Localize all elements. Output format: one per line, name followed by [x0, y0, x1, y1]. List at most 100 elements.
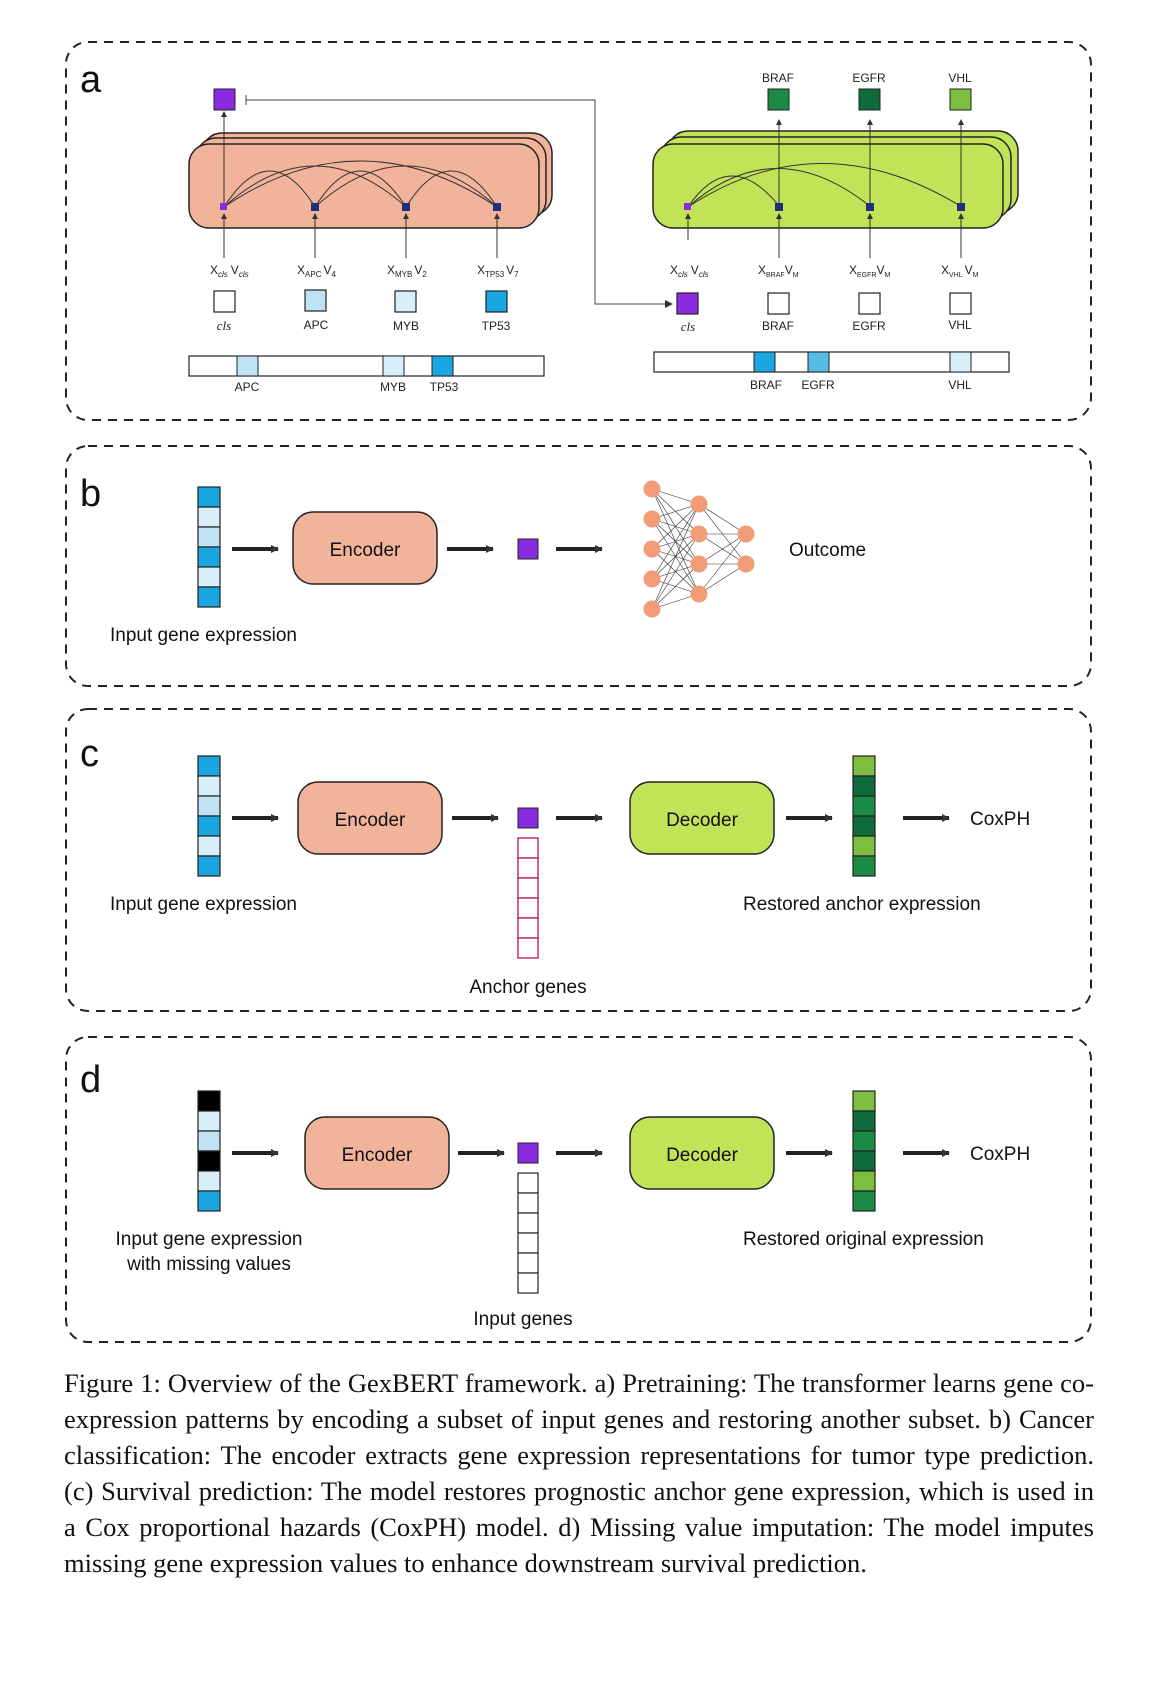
panel-d: d Input gene expression with missing val…	[65, 1036, 1092, 1343]
decoder-block-right	[652, 143, 1004, 229]
token-square-apc	[304, 289, 327, 312]
encoder-box-d	[304, 1116, 450, 1190]
panel-c-border	[65, 708, 1092, 1012]
svg-text:cls: cls	[217, 318, 231, 333]
svg-text:MYB: MYB	[393, 319, 419, 333]
restored-label-d: Restored original expression	[743, 1229, 984, 1250]
token-dot	[775, 203, 783, 211]
token-labels-left: cls APC MYB TP53	[217, 318, 511, 333]
token-dot	[957, 203, 965, 211]
input-arrows-left	[221, 213, 500, 258]
encoder-label-b: Encoder	[330, 540, 401, 561]
svg-text:XBRAFVM: XBRAFVM	[758, 263, 799, 279]
restored-vector-c	[852, 755, 876, 877]
token-dot-cls	[220, 203, 227, 210]
coxph-label-c: CoxPH	[970, 809, 1030, 830]
encoder-label-c: Encoder	[335, 810, 406, 831]
gene-bar-right	[653, 351, 1010, 373]
encoder-box-b	[292, 511, 438, 585]
panel-letter-d: d	[80, 1059, 101, 1101]
svg-text:TP53: TP53	[482, 319, 511, 333]
token-square-tp53	[485, 290, 508, 313]
decoder-label-d: Decoder	[666, 1145, 738, 1166]
svg-text:BRAF: BRAF	[762, 319, 794, 333]
input-genes-label: Input genes	[473, 1309, 572, 1330]
input-arrows-right	[685, 119, 964, 258]
svg-text:BRAF: BRAF	[762, 71, 794, 85]
encoder-label-d: Encoder	[342, 1145, 413, 1166]
input-label-d-line2: with missing values	[126, 1254, 291, 1275]
gene-bar-left	[188, 355, 545, 377]
token-square-braf	[767, 292, 790, 315]
embedding-square-b	[517, 538, 539, 560]
input-vector-c	[197, 755, 221, 877]
panel-a-border	[65, 41, 1092, 421]
svg-text:EGFR: EGFR	[852, 71, 886, 85]
coxph-label-d: CoxPH	[970, 1144, 1030, 1165]
decoder-label-c: Decoder	[666, 810, 738, 831]
attention-arcs-right	[687, 163, 963, 208]
token-labels-right: cls BRAF EGFR VHL	[681, 318, 972, 334]
svg-text:APC: APC	[304, 318, 329, 332]
token-dot	[311, 203, 319, 211]
token-square-cls	[676, 292, 699, 315]
gene-bar-labels-right: BRAF EGFR VHL	[750, 378, 972, 392]
token-dot	[866, 203, 874, 211]
token-square-vhl	[949, 292, 972, 315]
decoder-box-d	[629, 1116, 775, 1190]
cls-connector	[245, 95, 673, 308]
restored-vector-d	[852, 1090, 876, 1212]
outcome-label: Outcome	[789, 540, 866, 561]
panel-c: c Input gene expression Encoder Anchor g…	[65, 708, 1092, 1012]
output-square-vhl	[949, 88, 972, 111]
output-labels-right: BRAF EGFR VHL	[762, 71, 972, 85]
input-vector-b	[197, 486, 221, 608]
svg-text:EGFR: EGFR	[801, 378, 835, 392]
embedding-square-d	[517, 1142, 539, 1164]
output-square-braf	[767, 88, 790, 111]
token-dot	[493, 203, 501, 211]
svg-text:MYB: MYB	[380, 380, 406, 394]
svg-text:BRAF: BRAF	[750, 378, 782, 392]
token-square-cls	[213, 290, 236, 313]
panel-d-border	[65, 1036, 1092, 1343]
svg-text:TP53: TP53	[430, 380, 459, 394]
token-dot-cls	[684, 203, 691, 210]
svg-text:cls: cls	[681, 319, 695, 334]
svg-text:XEGFRVM: XEGFRVM	[849, 263, 890, 279]
svg-text:EGFR: EGFR	[852, 319, 886, 333]
input-vector-d	[197, 1090, 221, 1212]
encoder-box-c	[297, 781, 443, 855]
token-square-egfr	[858, 292, 881, 315]
decoder-stack-right	[652, 130, 1019, 229]
input-genes-column	[517, 1172, 539, 1294]
input-label-d-line1: Input gene expression	[116, 1229, 303, 1250]
panel-b-border	[65, 445, 1092, 687]
figure-caption: Figure 1: Overview of the GexBERT framew…	[64, 1368, 1094, 1578]
panel-letter-c: c	[80, 733, 99, 775]
restored-label-c: Restored anchor expression	[743, 894, 981, 915]
panel-letter-a: a	[80, 59, 102, 101]
svg-text:VHL: VHL	[948, 378, 972, 392]
decoder-box-c	[629, 781, 775, 855]
svg-text:VHL: VHL	[948, 318, 972, 332]
neural-network-icon	[643, 480, 755, 618]
svg-text:APC: APC	[235, 380, 260, 394]
cls-embedding-square	[213, 88, 236, 111]
output-square-egfr	[858, 88, 881, 111]
encoder-stack-left	[188, 132, 553, 229]
token-dot	[402, 203, 410, 211]
encoder-block-left	[188, 143, 540, 229]
attention-arcs-left	[223, 160, 498, 208]
anchor-genes-column	[517, 837, 539, 959]
embedding-square-c	[517, 807, 539, 829]
